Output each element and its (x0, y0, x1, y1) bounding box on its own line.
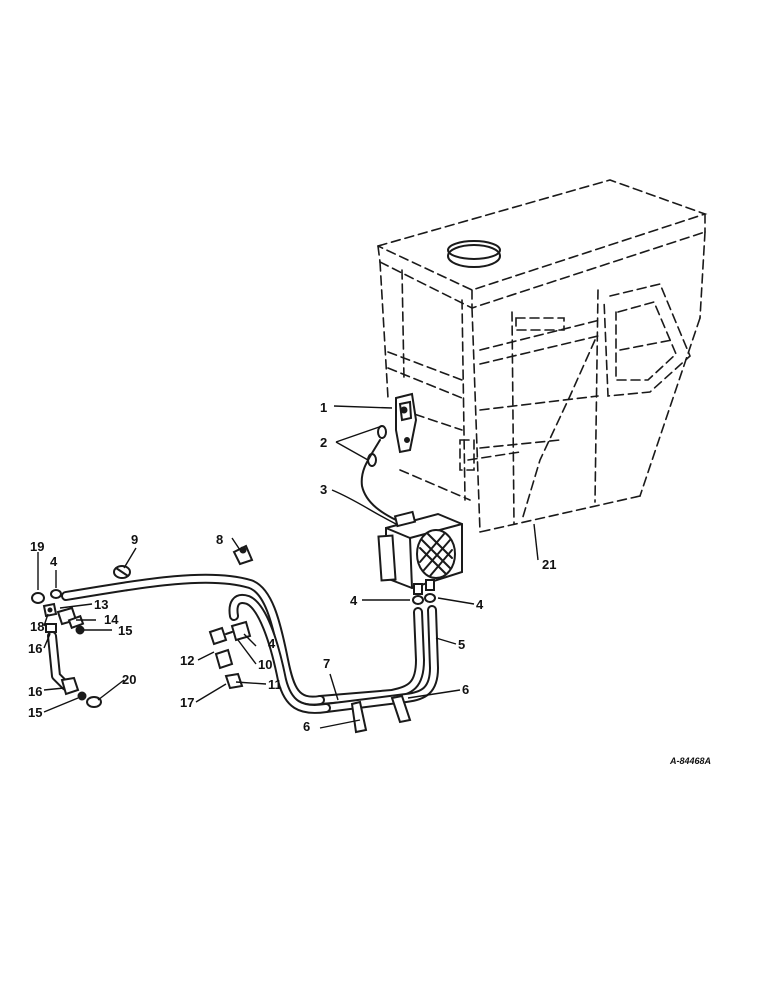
callout-5: 5 (458, 637, 465, 652)
hose-clamps-heater (412, 593, 436, 605)
heater-hoses (61, 573, 439, 714)
callout-1: 1 (320, 400, 327, 415)
engine-fittings-left (31, 589, 102, 708)
heater-grille (419, 533, 453, 577)
callout-14: 14 (104, 612, 119, 627)
callout-8: 8 (216, 532, 223, 547)
drawing-number: A-84468A (669, 756, 711, 766)
callout-16: 16 (28, 641, 42, 656)
callout-6: 6 (303, 719, 310, 734)
callout-16: 16 (28, 684, 42, 699)
callout-18: 18 (30, 619, 44, 634)
heater-unit (377, 510, 463, 595)
fitting-clamp-9 (113, 565, 131, 579)
callout-11: 11 (268, 677, 282, 692)
roof-vent (447, 244, 501, 268)
callout-12: 12 (180, 653, 194, 668)
callout-2: 2 (320, 435, 327, 450)
callout-4: 4 (476, 597, 484, 612)
callout-6: 6 (462, 682, 469, 697)
cab-outline (377, 179, 708, 533)
fitting-clamp-8 (232, 544, 254, 566)
callout-10: 10 (258, 657, 272, 672)
callout-19: 19 (30, 539, 44, 554)
heater-control-switch (367, 392, 418, 467)
callout-labels: 1 2 3 4 4 4 4 5 6 6 7 8 9 10 11 12 13 14… (28, 400, 556, 734)
callout-4: 4 (50, 554, 58, 569)
callout-7: 7 (323, 656, 330, 671)
callout-15: 15 (28, 705, 42, 720)
callout-20: 20 (122, 672, 136, 687)
leader-lines (37, 405, 539, 729)
callout-4: 4 (268, 636, 276, 651)
callout-21: 21 (542, 557, 556, 572)
callout-3: 3 (320, 482, 327, 497)
callout-17: 17 (180, 695, 194, 710)
fittings-middle (208, 620, 252, 690)
callout-15: 15 (118, 623, 132, 638)
hose-supports (350, 694, 412, 734)
callout-13: 13 (94, 597, 108, 612)
callout-9: 9 (131, 532, 138, 547)
callout-4: 4 (350, 593, 358, 608)
heater-wire (360, 439, 397, 521)
